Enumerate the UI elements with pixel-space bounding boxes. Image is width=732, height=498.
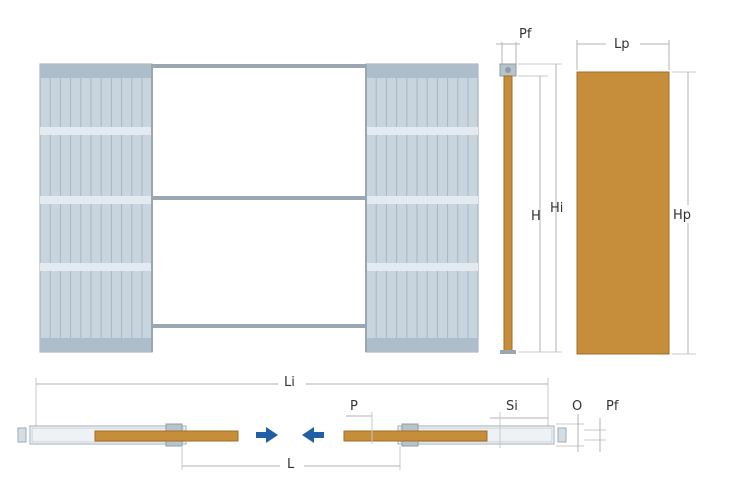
left-pocket-panel (39, 63, 153, 353)
dim-label-li: Li (284, 375, 295, 390)
dim-label-hp: Hp (673, 208, 691, 223)
dim-label-h: H (531, 209, 541, 224)
dim-label-si: Si (506, 399, 518, 414)
plan-view: Li P Si O (17, 374, 619, 472)
front-elevation (39, 63, 479, 353)
dim-label-lp: Lp (614, 37, 630, 52)
arrow-right-icon (256, 427, 278, 443)
door-opening-frame (151, 64, 367, 352)
door-leaf-view: Lp Hp (576, 36, 698, 355)
dim-label-l: L (287, 457, 295, 472)
dim-label-pf-top: Pf (519, 27, 532, 42)
arrow-left-icon (302, 427, 324, 443)
dim-label-o: O (572, 399, 582, 414)
right-pocket-panel (365, 63, 479, 353)
dim-label-pf-bottom: Pf (606, 399, 619, 414)
dim-label-hi: Hi (550, 201, 563, 216)
dim-label-p: P (350, 399, 358, 414)
side-section: Pf H Hi (496, 27, 563, 354)
